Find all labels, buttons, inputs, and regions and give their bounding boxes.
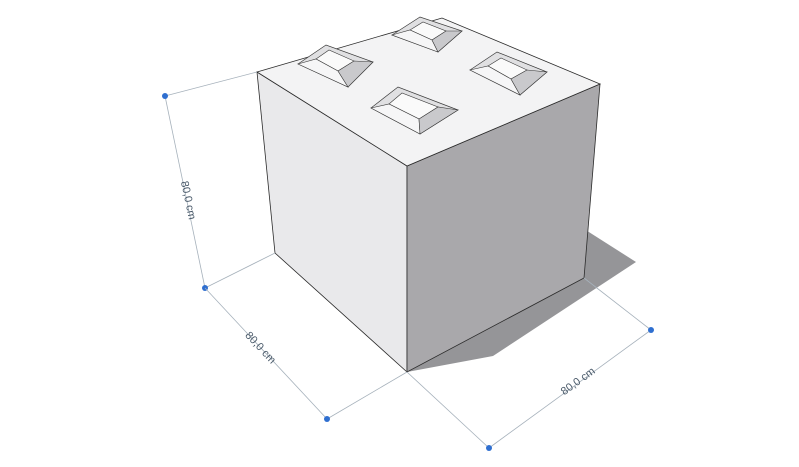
width-dimension-start-point (486, 445, 492, 451)
width-dimension-label: 80,0 cm (559, 365, 598, 398)
depth-dimension-end-point (324, 416, 330, 422)
stud-left (297, 44, 374, 88)
depth-dimension-label: 80,0 cm (242, 330, 277, 367)
height-dimension: 80,0 cm (162, 71, 276, 291)
stud-back (391, 16, 463, 53)
stud-front (370, 86, 459, 135)
height-dimension-start-point (162, 93, 168, 99)
stud-right (469, 51, 548, 96)
height-dimension-label: 80,0 cm (178, 180, 198, 221)
width-dimension-end-point (648, 327, 654, 333)
